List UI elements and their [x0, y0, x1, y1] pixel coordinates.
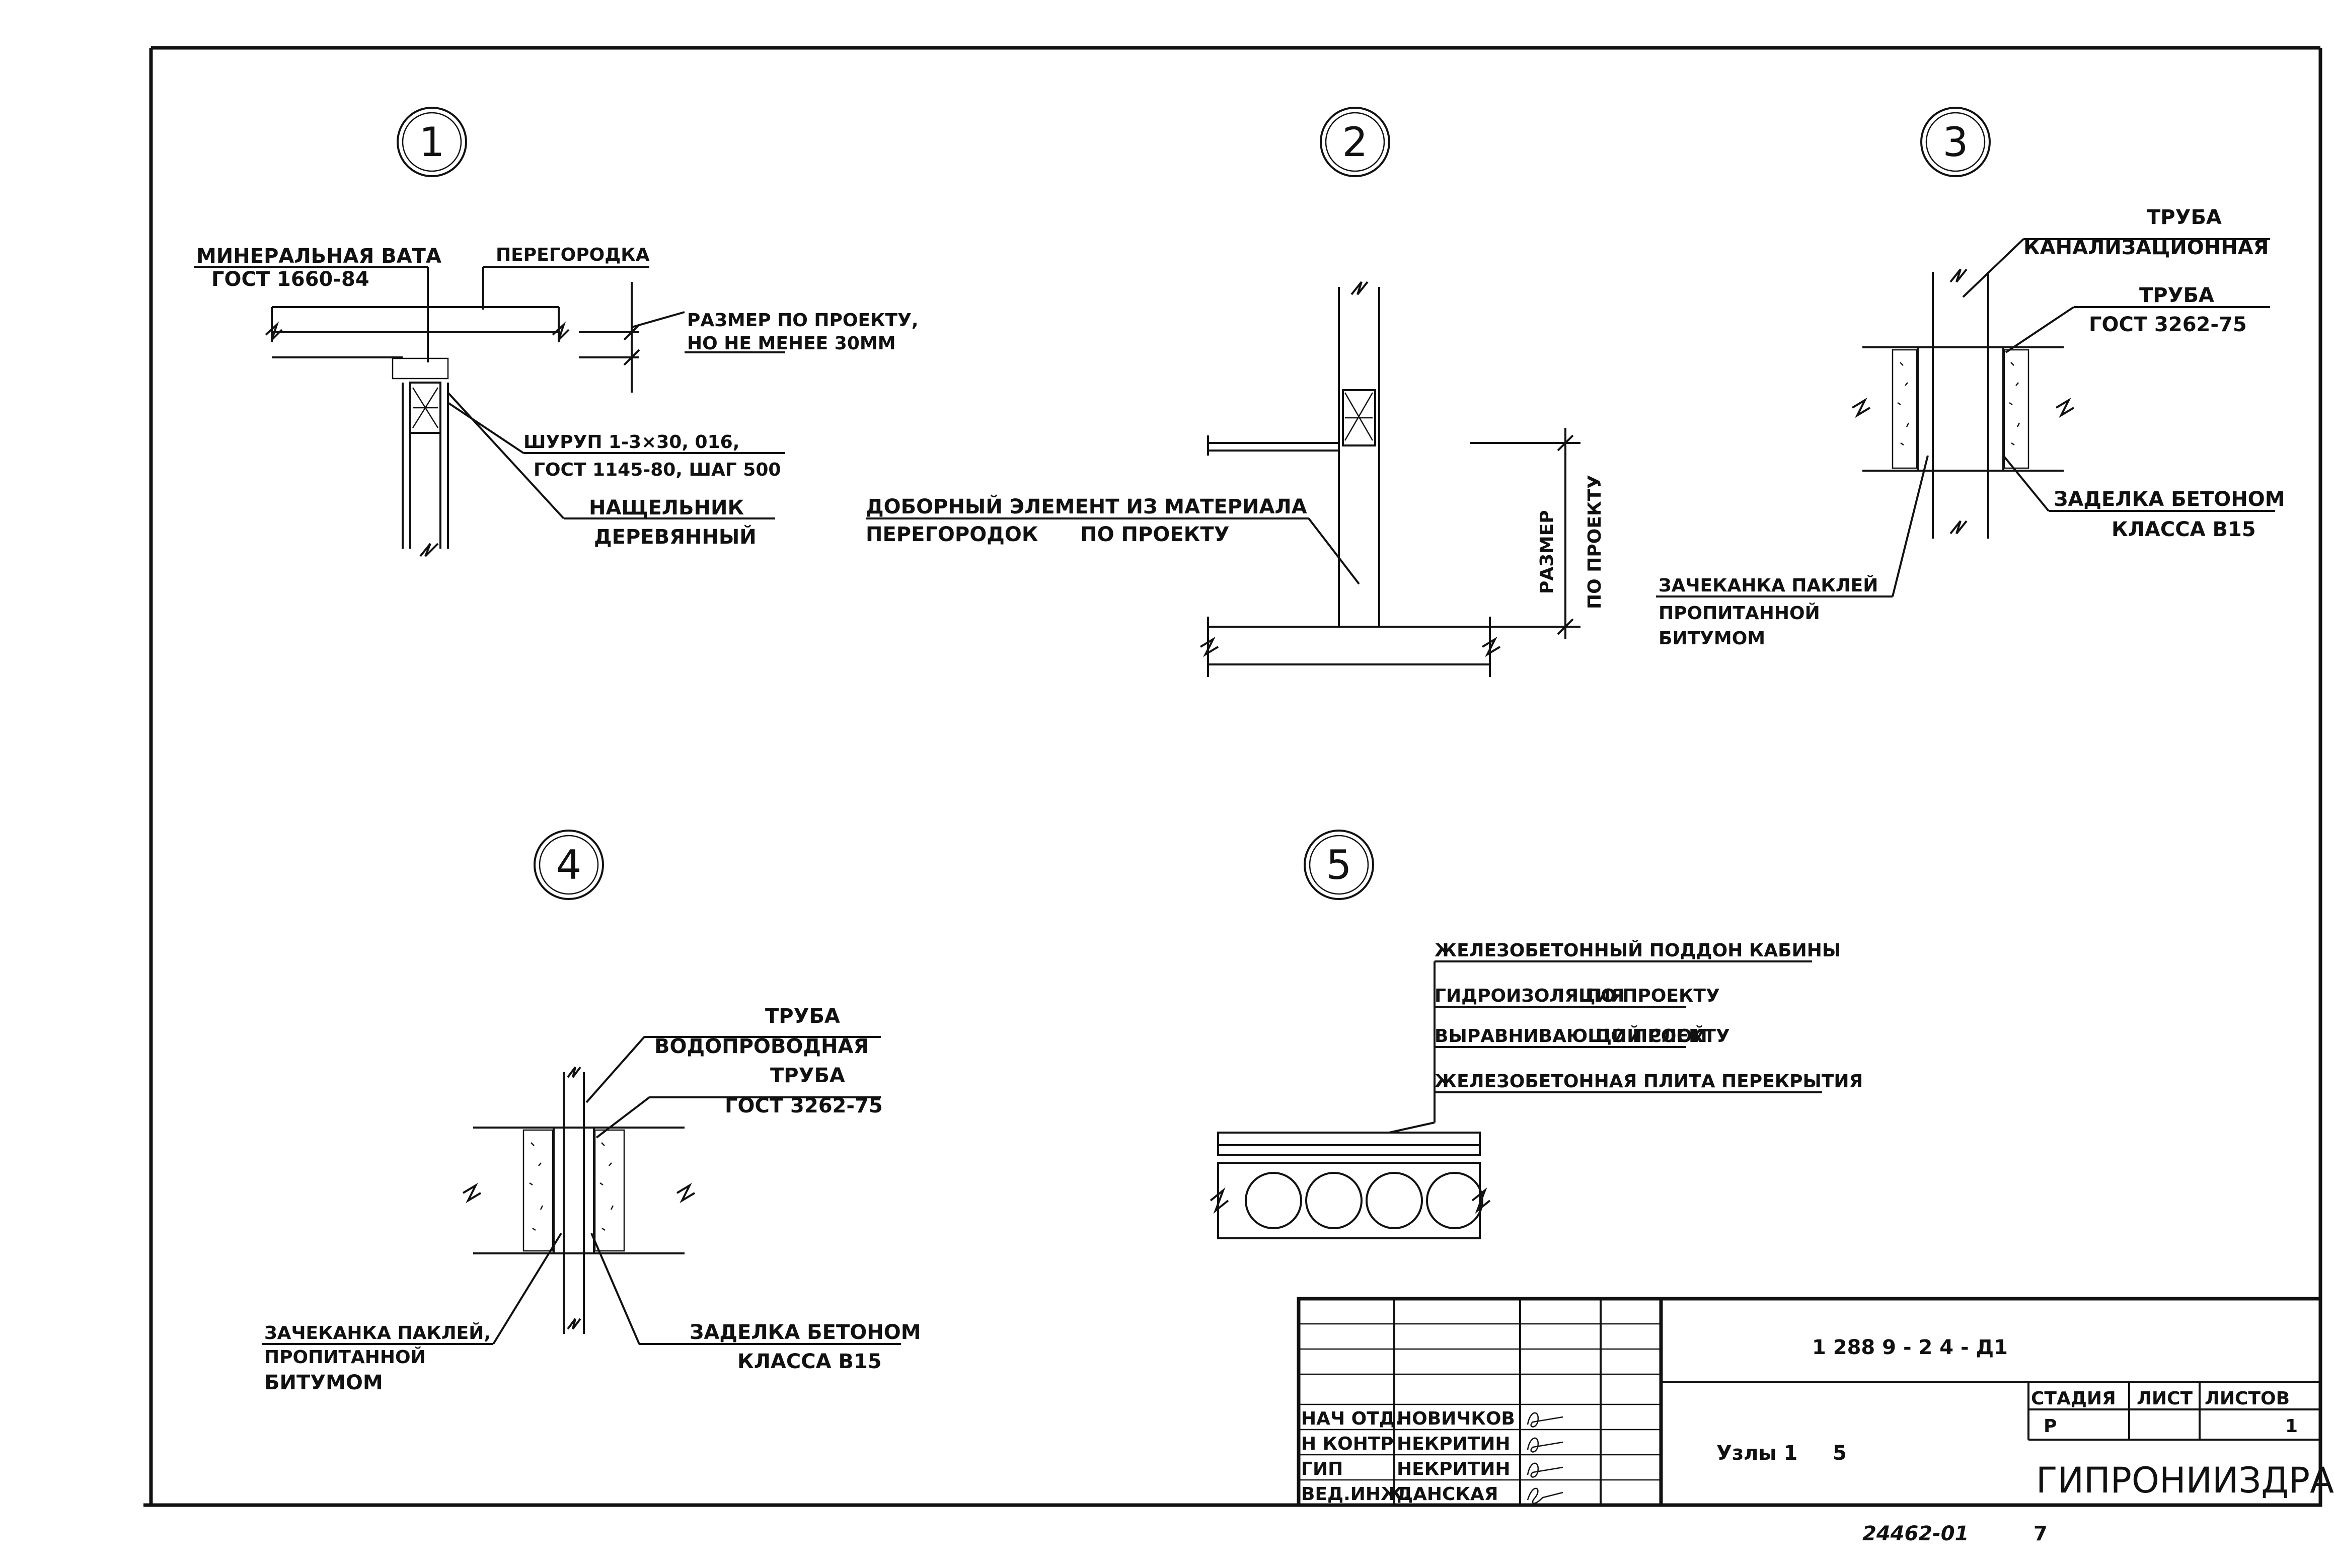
node4-concrete-1: ЗАДЕЛКА БЕТОНОМ — [690, 1321, 921, 1344]
node4-tow-2: ПРОПИТАННОЙ — [264, 1347, 426, 1368]
node-marker-1: 1 — [397, 107, 467, 177]
node5-layer-4: ЖЕЛЕЗОБЕТОННАЯ ПЛИТА ПЕРЕКРЫТИЯ — [1435, 1071, 1863, 1092]
document-code: 1 288 9 - 2 4 - Д1 — [1812, 1336, 2008, 1359]
node5-layer-3a: ВЫРАВНИВАЮЩИЙ СЛОЙ — [1435, 1025, 1707, 1047]
node-number: 1 — [419, 119, 445, 166]
page-number: 7 — [2034, 1522, 2048, 1545]
node1-mineral-wool-gost: ГОСТ 1660-84 — [211, 268, 369, 291]
node5-layer-1: ЖЕЛЕЗОБЕТОННЫЙ ПОДДОН КАБИНЫ — [1435, 940, 1841, 961]
role-3: ГИП — [1301, 1459, 1343, 1479]
node-number: 5 — [1326, 842, 1352, 888]
node-marker-4: 4 — [534, 830, 604, 900]
title-block-grid — [1297, 1297, 2322, 1507]
name-1: НОВИЧКОВ — [1397, 1408, 1515, 1429]
node2-extra-2: ПЕРЕГОРОДОК ПО ПРОЕКТУ — [866, 523, 1229, 546]
node3-sleeve-1: ТРУБА — [2139, 284, 2214, 307]
node1-size-2: НО НЕ МЕНЕЕ 30ММ — [687, 333, 896, 354]
role-2: Н КОНТР — [1301, 1434, 1394, 1454]
role-4: ВЕД.ИНЖ. — [1301, 1484, 1410, 1505]
node2-dim-1: РАЗМЕР — [1537, 510, 1557, 594]
node-marker-5: 5 — [1304, 830, 1374, 900]
node4-pipe-2: ВОДОПРОВОДНАЯ — [654, 1035, 869, 1058]
node-number: 4 — [556, 842, 582, 888]
node-4-drawing — [262, 1036, 901, 1345]
role-1: НАЧ ОТД. — [1301, 1408, 1402, 1429]
node-3-drawing — [1656, 238, 2275, 598]
drawing-title: Узлы 1 5 — [1716, 1442, 1847, 1465]
stage-header: СТАДИЯ — [2031, 1388, 2116, 1409]
node1-screw-2: ГОСТ 1145-80, ШАГ 500 — [534, 460, 781, 480]
node2-extra-1: ДОБОРНЫЙ ЭЛЕМЕНТ ИЗ МАТЕРИАЛА — [866, 494, 1307, 518]
node-5-drawing — [1210, 960, 1822, 1239]
sheet-header: ЛИСТ — [2137, 1388, 2193, 1409]
node3-pipe-2: КАНАЛИЗАЦИОННАЯ — [2023, 236, 2269, 259]
node4-concrete-2: КЛАССА В15 — [737, 1350, 882, 1373]
node3-tow-2: ПРОПИТАННОЙ — [1659, 603, 1820, 624]
node4-tow-1: ЗАЧЕКАНКА ПАКЛЕЙ, — [264, 1322, 491, 1343]
node1-partition: ПЕРЕГОРОДКА — [496, 245, 650, 265]
node1-screw-1: ШУРУП 1-3×30, 016, — [523, 432, 739, 453]
node5-layer-2b: ПО ПРОЕКТУ — [1586, 986, 1720, 1006]
name-4: ДАНСКАЯ — [1397, 1484, 1498, 1505]
node-marker-3: 3 — [1920, 107, 1991, 177]
node3-tow-3: БИТУМОМ — [1659, 628, 1765, 649]
sheets-value: 1 — [2285, 1416, 2298, 1437]
signatures — [1527, 1412, 1563, 1504]
name-3: НЕКРИТИН — [1397, 1459, 1510, 1479]
node-1-drawing — [194, 266, 785, 557]
node3-concrete-1: ЗАДЕЛКА БЕТОНОМ — [2054, 488, 2285, 511]
node-number: 3 — [1943, 119, 1969, 166]
node-number: 2 — [1342, 119, 1368, 166]
node5-layer-3b: ПО ПРОЕКТУ — [1596, 1026, 1730, 1047]
node1-trim-1: НАЩЕЛЬНИК — [589, 496, 744, 519]
stage-value: Р — [2044, 1416, 2057, 1437]
node1-size-1: РАЗМЕР ПО ПРОЕКТУ, — [687, 310, 919, 331]
organization-name: ГИПРОНИИЗДРАВ — [2036, 1460, 2334, 1501]
node5-layer-2a: ГИДРОИЗОЛЯЦИЯ — [1435, 986, 1624, 1006]
node2-dim-2: ПО ПРОЕКТУ — [1585, 475, 1605, 609]
node-2-drawing — [866, 281, 1580, 677]
node4-pipe-1: ТРУБА — [765, 1005, 840, 1028]
node3-pipe-1: ТРУБА — [2147, 206, 2222, 229]
node-marker-2: 2 — [1320, 107, 1390, 177]
node1-mineral-wool: МИНЕРАЛЬНАЯ ВАТА — [196, 245, 441, 268]
sheets-header: ЛИСТОВ — [2205, 1388, 2290, 1409]
node1-trim-2: ДЕРЕВЯННЫЙ — [594, 525, 757, 549]
inventory-number: 24462-01 — [1862, 1522, 1969, 1545]
node4-sleeve-1: ТРУБА — [770, 1064, 845, 1087]
node4-sleeve-2: ГОСТ 3262-75 — [725, 1094, 883, 1117]
sheet-frame — [143, 46, 2322, 1507]
node3-tow-1: ЗАЧЕКАНКА ПАКЛЕЙ — [1659, 575, 1878, 596]
name-2: НЕКРИТИН — [1397, 1434, 1510, 1454]
node4-tow-3: БИТУМОМ — [264, 1371, 383, 1394]
node3-sleeve-2: ГОСТ 3262-75 — [2089, 313, 2247, 336]
node3-concrete-2: КЛАССА В15 — [2112, 518, 2256, 541]
